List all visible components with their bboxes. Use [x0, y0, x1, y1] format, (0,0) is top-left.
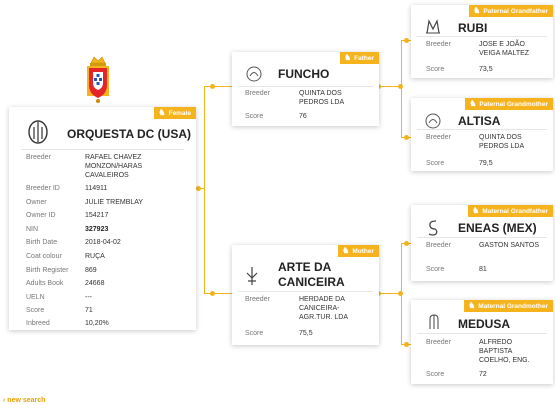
breeder-logo-icon — [243, 265, 261, 287]
breeder-logo-icon — [26, 119, 50, 145]
connector-father — [204, 86, 232, 87]
connector-dot — [210, 84, 215, 89]
breeder-logo-icon — [424, 18, 442, 36]
connector-dot — [398, 84, 403, 89]
horse-icon: ♞ — [158, 108, 166, 117]
paternal-grandfather-name: RUBI — [458, 21, 488, 35]
maternal-grandfather-card[interactable]: ♞ Maternal Grandfather ENEAS (MEX) Breed… — [411, 205, 553, 281]
paternal-grandmother-name: ALTISA — [458, 114, 501, 128]
horse-icon: ♞ — [473, 6, 481, 15]
subject-name: ORQUESTA DC (USA) — [67, 127, 191, 141]
female-badge: ♞ Female — [154, 107, 196, 119]
field-breeder: Breeder RAFAEL CHAVEZ MONZON/HARAS CAVAL… — [26, 154, 143, 179]
connector-dot — [404, 342, 409, 347]
breeder-logo-icon — [425, 218, 441, 238]
maternal-grandfather-badge: ♞ Maternal Grandfather — [468, 205, 553, 217]
connector-dot — [404, 241, 409, 246]
father-name: FUNCHO — [278, 67, 330, 81]
field-ueln: UELN--- — [26, 294, 92, 301]
connector-dot — [404, 38, 409, 43]
paternal-grandfather-badge: ♞ Paternal Grandfather — [469, 5, 553, 17]
horse-icon: ♞ — [342, 246, 350, 255]
chevron-left-icon: ‹ — [3, 397, 6, 404]
horse-icon: ♞ — [472, 206, 480, 215]
horse-icon: ♞ — [468, 301, 476, 310]
connector-dot — [210, 291, 215, 296]
father-badge: ♞ Father — [339, 52, 379, 64]
subject-card[interactable]: ♞ Female ORQUESTA DC (USA) Breeder RAFAE… — [9, 107, 196, 330]
connector-dot — [398, 291, 403, 296]
maternal-grandfather-name: ENEAS (MEX) — [458, 221, 537, 235]
new-search-link[interactable]: ‹ new search — [3, 397, 46, 404]
breeder-logo-icon — [424, 112, 442, 130]
horse-icon: ♞ — [343, 53, 352, 62]
connector-mother-out — [379, 293, 401, 294]
breeder-logo-icon — [426, 313, 442, 331]
maternal-grandmother-name: MEDUSA — [458, 317, 511, 331]
coat-of-arms-icon — [84, 55, 112, 105]
connector-dot — [404, 135, 409, 140]
connector-dot — [196, 186, 201, 191]
badge-label: Female — [168, 109, 191, 117]
maternal-grandmother-badge: ♞ Maternal Grandmother — [464, 300, 553, 312]
paternal-grandmother-badge: ♞ Paternal Grandmother — [465, 98, 553, 110]
connector-mother — [204, 293, 232, 294]
mother-name: ARTE DA CANICEIRA — [278, 260, 345, 289]
mother-badge: ♞ Mother — [338, 245, 379, 257]
horse-icon: ♞ — [469, 99, 477, 108]
connector-trunk-1 — [204, 86, 205, 293]
connector-father-out — [379, 86, 401, 87]
breeder-logo-icon — [245, 65, 263, 83]
